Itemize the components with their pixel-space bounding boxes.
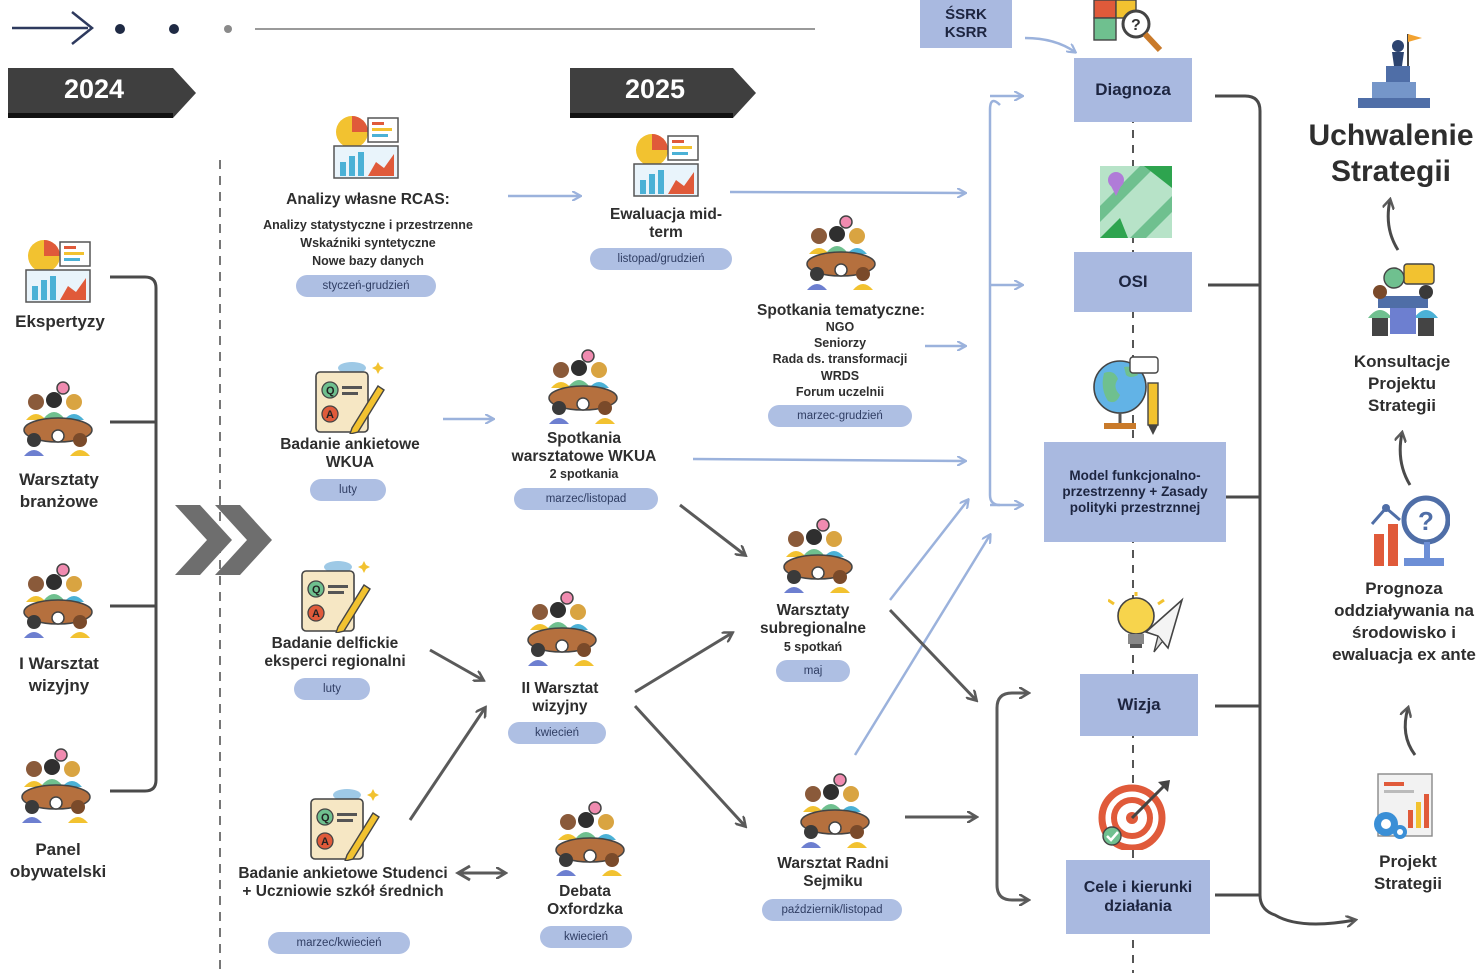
target-icon — [1098, 780, 1170, 850]
date-pill: marzec/listopad — [514, 488, 658, 510]
projekt-strategii-label: Projekt Strategii — [1373, 852, 1443, 894]
wizja-box: Wizja — [1080, 674, 1198, 736]
forecast-chart-icon: ? — [1370, 495, 1450, 566]
uchwalenie-strategii-title: Uchwalenie Strategii — [1308, 119, 1474, 188]
meeting-icon — [21, 748, 91, 823]
meeting-icon — [23, 381, 93, 456]
chart-icon — [333, 116, 399, 179]
summit-flag-icon — [1358, 34, 1430, 108]
project-document-icon — [1374, 773, 1433, 839]
right-bracket — [1208, 94, 1355, 924]
svg-text:Q: Q — [326, 385, 335, 397]
meeting-icon — [555, 801, 625, 876]
consultation-icon — [1368, 263, 1438, 336]
survey-clipboard-icon: Q A — [301, 561, 371, 633]
year-banner-2025: 2025 — [570, 68, 756, 118]
analizy-line: Analizy statystyczne i przestrzenne — [263, 218, 473, 232]
spotkania-tematyczne-line: NGO — [825, 320, 855, 334]
debata-oxfordzka-label: Debata Oxfordzka — [547, 883, 623, 919]
spotkania-tematyczne-line: Rada ds. transformacji — [772, 352, 908, 366]
globe-pencil-icon — [1093, 356, 1159, 435]
date-pill: marzec/kwiecień — [268, 932, 410, 954]
survey-clipboard-icon: Q A — [310, 789, 380, 861]
year-2024-label: 2024 — [63, 74, 125, 104]
diagnoza-label: Diagnoza — [1095, 79, 1171, 99]
date-pill: styczeń-grudzień — [296, 275, 436, 297]
ewaluacja-label: Ewaluacja mid-term — [610, 206, 722, 242]
ksrr-label: KSRR — [944, 24, 988, 41]
puzzle-magnifier-icon: ? — [1093, 0, 1163, 53]
chevrons — [175, 505, 272, 575]
left-bracket — [110, 275, 158, 793]
panel-obywatelski-label: Panel obywatelski — [9, 840, 107, 882]
banner-shape — [570, 68, 756, 118]
date-pill: marzec-grudzień — [768, 405, 912, 427]
meeting-icon — [548, 349, 618, 424]
badanie-studenci-label: Badanie ankietowe Studenci + Uczniowie s… — [238, 865, 448, 901]
ssrk-ksrr-box: ŚSRK KSRR — [920, 0, 1012, 48]
spotkania-wkua-label: Spotkania warsztatowe WKUA — [511, 430, 657, 466]
cele-box: Cele i kierunki działania — [1066, 860, 1210, 934]
date-pill: luty — [310, 479, 386, 501]
meeting-icon — [527, 591, 597, 666]
warsztat-radni-label: Warsztat Radni Sejmiku — [777, 855, 889, 891]
svg-text:A: A — [326, 409, 334, 421]
prognoza-label: Prognoza oddziaływania na środowisko i e… — [1332, 579, 1476, 665]
meeting-icon — [806, 215, 876, 290]
survey-clipboard-icon: Q A — [315, 362, 385, 434]
model-label: Model funkcjonalno-przestrzenny + Zasady… — [1062, 467, 1208, 516]
wizja-label: Wizja — [1117, 694, 1161, 714]
warsztaty-subregionalne-sub: 5 spotkań — [783, 640, 843, 654]
cele-label: Cele i kierunki działania — [1083, 878, 1193, 915]
spotkania-tematyczne-line: Seniorzy — [813, 336, 867, 350]
analizy-line: Wskaźniki syntetyczne — [300, 236, 436, 250]
timeline-arrow — [12, 11, 815, 45]
meeting-icon — [800, 773, 870, 848]
spotkania-tematyczne-title: Spotkania tematyczne: — [757, 302, 925, 319]
svg-text:?: ? — [1418, 506, 1434, 536]
warsztaty-branzowe-label: Warsztaty branżowe — [19, 470, 99, 512]
meeting-icon — [23, 563, 93, 638]
warsztaty-subregionalne-label: Warsztaty subregionalne — [760, 602, 866, 638]
osi-label: OSI — [1118, 271, 1148, 291]
date-pill: październik/listopad — [762, 899, 902, 921]
svg-text:Q: Q — [321, 812, 330, 824]
date-pill: kwiecień — [540, 926, 632, 948]
year-banner-2024: 2024 — [8, 68, 196, 118]
warsztat-wizyjny-1-label: I Warsztat wizyjny — [19, 654, 99, 696]
date-pill: luty — [294, 678, 370, 700]
spotkania-tematyczne-line: Forum uczelnii — [795, 385, 885, 399]
ekspertyzy-label: Ekspertyzy — [15, 312, 105, 331]
chart-icon — [25, 240, 91, 303]
konsultacje-label: Konsultacje Projektu Strategii — [1353, 352, 1451, 416]
ssrk-label: ŚSRK — [945, 6, 987, 23]
svg-text:A: A — [312, 608, 320, 620]
map-icon — [1100, 166, 1172, 238]
date-pill: maj — [776, 660, 850, 682]
date-pill: kwiecień — [508, 722, 606, 744]
banner-shape — [8, 68, 196, 118]
chart-icon — [633, 134, 699, 197]
date-pill: listopad/grudzień — [590, 248, 732, 270]
svg-text:Q: Q — [312, 584, 321, 596]
warsztat-wizyjny-2-label: II Warsztat wizyjny — [521, 680, 599, 716]
badanie-wkua-label: Badanie ankietowe WKUA — [280, 436, 420, 472]
svg-text:?: ? — [1131, 17, 1141, 34]
model-box: Model funkcjonalno-przestrzenny + Zasady… — [1044, 442, 1226, 542]
spotkania-tematyczne-line: WRDS — [820, 369, 860, 383]
idea-paper-plane-icon — [1108, 592, 1184, 653]
spotkania-wkua-sub: 2 spotkania — [549, 467, 619, 481]
analizy-line: Nowe bazy danych — [312, 254, 424, 268]
svg-text:A: A — [321, 836, 329, 848]
analizy-title: Analizy własne RCAS: — [286, 191, 450, 208]
year-2025-label: 2025 — [624, 74, 686, 104]
badanie-delfickie-label: Badanie delfickie eksperci regionalni — [264, 635, 406, 671]
meeting-icon — [783, 518, 853, 593]
osi-box: OSI — [1074, 252, 1192, 312]
diagnoza-box: Diagnoza — [1074, 58, 1192, 122]
blue-bracket — [988, 36, 1075, 505]
